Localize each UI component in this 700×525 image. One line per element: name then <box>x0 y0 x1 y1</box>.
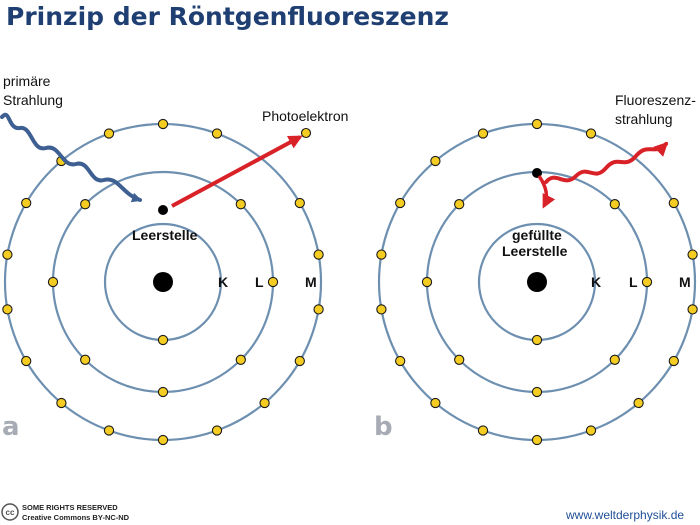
l-shell-a-electron <box>235 199 246 210</box>
rights-line1: SOME RIGHTS RESERVED <box>22 503 118 512</box>
panel-letter-b: b <box>374 412 393 442</box>
l-shell-b-electron <box>609 354 620 365</box>
m-shell-a-electron <box>259 397 270 409</box>
m-shell-a-electron <box>103 425 115 436</box>
shell-k-label-b: K <box>591 274 601 290</box>
m-shell-b-electron <box>376 304 387 315</box>
website-link[interactable]: www.weltderphysik.de <box>565 508 684 522</box>
m-shell-a-electron <box>211 128 223 139</box>
l-shell-b-electron <box>531 386 543 398</box>
cc-icon <box>1 503 19 521</box>
primary-label-line2: Strahlung <box>3 92 63 108</box>
m-shell-b-electron <box>687 304 698 315</box>
filled-vacancy-label-line1: gefüllte <box>512 227 562 243</box>
m-shell-a-electron <box>21 197 32 209</box>
m-shell-b-electron <box>376 249 387 260</box>
m-shell-a-electron <box>157 118 169 130</box>
l-shell-b-electron <box>641 276 653 288</box>
m-shell-b-electron <box>477 425 489 436</box>
photoelectron-label: Photoelektron <box>262 108 348 124</box>
l-shell-a-electron <box>235 354 246 365</box>
panel-a: primäre Strahlung Photoelektron Leerstel… <box>0 73 348 446</box>
m-shell-b-electron <box>633 397 644 409</box>
vacancy-dot-a <box>158 205 168 215</box>
fluorescence-label-line1: Fluoreszenz- <box>615 92 696 108</box>
l-shell-a-electron <box>80 199 91 210</box>
m-shell-b-electron <box>430 397 441 409</box>
nucleus-b <box>527 272 547 292</box>
m-shell-b-electron <box>585 128 597 139</box>
m-shell-b-electron <box>395 197 406 209</box>
m-shell-a-electron <box>2 249 13 260</box>
panel-letter-a: a <box>2 412 20 442</box>
photoelectron <box>300 127 312 139</box>
m-shell-b-electron <box>668 197 679 209</box>
m-shell-a-electron <box>294 197 305 209</box>
shell-l-label-a: L <box>255 274 264 290</box>
vacancy-label: Leerstelle <box>132 227 198 243</box>
m-shell-a-electron <box>313 249 324 260</box>
m-shell-b-electron <box>531 434 543 446</box>
l-shell-a-electron <box>267 276 279 288</box>
k-shell-a-electron <box>157 334 169 346</box>
m-shell-a-electron <box>2 304 13 315</box>
l-shell-a-electron <box>80 354 91 365</box>
m-shell-b-electron <box>395 355 406 367</box>
m-shell-b-electron <box>687 249 698 260</box>
filled-vacancy-label-line2: Leerstelle <box>502 243 568 259</box>
shell-k-label-a: K <box>218 274 228 290</box>
l-shell-b-electron <box>421 276 433 288</box>
m-shell-a-electron <box>294 355 305 367</box>
transition-arrow <box>537 174 556 209</box>
l-shell-a-electron <box>47 276 59 288</box>
m-shell-b-electron <box>585 425 597 436</box>
nucleus-a <box>153 272 173 292</box>
fluorescence-label-line2: strahlung <box>615 111 673 127</box>
m-shell-b-electron <box>531 118 543 130</box>
shell-m-label-a: M <box>305 274 317 290</box>
m-shell-a-electron <box>157 434 169 446</box>
m-shell-a-electron <box>21 355 32 367</box>
l-shell-b-electron <box>454 354 465 365</box>
m-shell-b-electron <box>477 128 489 139</box>
rights-line2: Creative Commons BY-NC-ND <box>22 513 130 522</box>
k-shell-b-electron <box>531 334 543 346</box>
m-shell-b-electron <box>668 355 679 367</box>
cc-symbol: cc <box>6 508 15 517</box>
shell-l-label-b: L <box>629 274 638 290</box>
l-shell-b-electron <box>609 199 620 210</box>
primary-label-line1: primäre <box>3 73 51 89</box>
shell-m-label-b: M <box>679 274 691 290</box>
l-shell-b-electron <box>454 199 465 210</box>
m-shell-a-electron <box>211 425 223 436</box>
m-shell-a-electron <box>103 128 115 139</box>
electrons-a <box>2 118 324 446</box>
m-shell-a-electron <box>313 304 324 315</box>
panel-b: Fluoreszenz- strahlung gefüllte Leerstel… <box>374 92 698 446</box>
electrons-b <box>376 118 698 446</box>
primary-radiation-wave <box>0 112 142 203</box>
m-shell-a-electron <box>56 397 67 409</box>
page-title: Prinzip der Röntgenfluoreszenz <box>6 2 449 31</box>
photoelectron-arrow <box>171 135 303 208</box>
m-shell-b-electron <box>430 155 441 167</box>
l-shell-a-electron <box>157 386 169 398</box>
license-badge[interactable]: cc SOME RIGHTS RESERVED Creative Commons… <box>1 503 130 522</box>
fluorescence-wave <box>544 141 669 184</box>
transition-dot-b <box>532 168 542 178</box>
